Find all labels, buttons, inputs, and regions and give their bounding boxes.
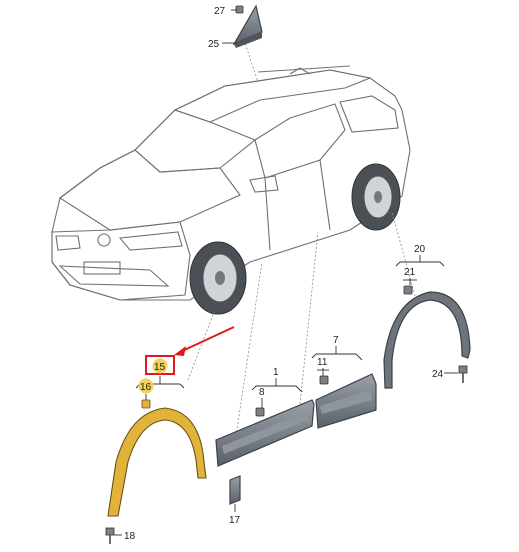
- callout-18[interactable]: 18: [124, 531, 136, 542]
- part-8-clip[interactable]: [255, 407, 265, 417]
- callout-25[interactable]: 25: [208, 39, 220, 50]
- callout-lines: [114, 9, 458, 536]
- leader-lines: [187, 39, 416, 437]
- part-7-rear-door-strip[interactable]: [315, 373, 377, 429]
- part-15-front-arch-trim[interactable]: [107, 407, 207, 517]
- selection-marker: [145, 326, 235, 375]
- part-17-bracket[interactable]: [229, 475, 241, 505]
- part-1-front-door-strip[interactable]: [215, 399, 315, 467]
- callout-8[interactable]: 8: [259, 387, 265, 398]
- part-16-clip[interactable]: [141, 399, 151, 409]
- part-25-antenna[interactable]: [232, 4, 263, 48]
- callout-labels: 27 25 20 21 24 7 11 1 8 15 16 17 18: [124, 6, 444, 542]
- callout-24[interactable]: 24: [432, 369, 444, 380]
- callout-27[interactable]: 27: [214, 6, 226, 17]
- part-18-screw[interactable]: [105, 527, 115, 544]
- part-21-clip[interactable]: [403, 285, 413, 295]
- callout-15-badge: [152, 358, 168, 374]
- callout-16-badge: [138, 378, 154, 394]
- callout-16[interactable]: 16: [140, 382, 152, 393]
- part-20-rear-arch-trim[interactable]: [383, 291, 471, 389]
- callout-15[interactable]: 15: [154, 362, 166, 373]
- callout-17[interactable]: 17: [229, 515, 241, 526]
- callout-21[interactable]: 21: [404, 267, 416, 278]
- callout-7[interactable]: 7: [333, 335, 339, 346]
- part-27-clip[interactable]: [235, 5, 244, 14]
- part-24-screw[interactable]: [458, 365, 468, 383]
- callout-1[interactable]: 1: [273, 367, 279, 378]
- callout-11[interactable]: 11: [317, 357, 328, 368]
- callout-20[interactable]: 20: [414, 244, 426, 255]
- car-illustration: [51, 65, 411, 315]
- part-11-clip[interactable]: [319, 375, 329, 385]
